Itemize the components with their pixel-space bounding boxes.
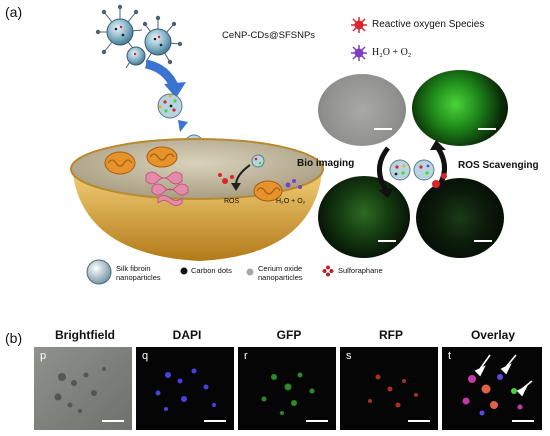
header-rfp: RFP bbox=[379, 328, 403, 342]
tile-overlay: t bbox=[442, 347, 542, 430]
ros-inline-label: ROS bbox=[224, 198, 240, 205]
ros-star-icon bbox=[351, 17, 367, 33]
water-star-icon bbox=[351, 45, 367, 61]
cell-diagram-icon bbox=[70, 138, 324, 261]
overlay-arrows bbox=[474, 354, 533, 397]
micrograph-green-bright bbox=[412, 70, 508, 146]
panel-b-letter: (b) bbox=[5, 330, 23, 346]
mitochondria bbox=[104, 146, 283, 202]
bio-imaging-label: Bio imaging bbox=[297, 158, 355, 169]
silk-fibroin-np-icon bbox=[86, 259, 112, 285]
header-gfp: GFP bbox=[276, 328, 302, 342]
tile-letter: t bbox=[448, 350, 452, 362]
legend-silk-label: Silk fibroin nanoparticles bbox=[116, 264, 161, 282]
ros-scavenging-label: ROS Scavenging bbox=[458, 160, 539, 171]
entry-arrow-icon bbox=[144, 60, 186, 98]
water-inline-label: H₂O + O₂ bbox=[276, 198, 306, 205]
nanocarrier-label: CeNP-CDs@SFSNPs bbox=[222, 30, 316, 41]
cycle-arrows-icon bbox=[377, 140, 447, 198]
tile-letter: q bbox=[142, 350, 149, 362]
micrograph-brightfield bbox=[318, 74, 406, 146]
header-overlay: Overlay bbox=[470, 328, 516, 342]
header-dapi: DAPI bbox=[172, 328, 202, 342]
tile-gfp: r bbox=[238, 347, 336, 430]
tile-brightfield: p bbox=[34, 347, 132, 430]
ros-legend-label: Reactive oxygen Species bbox=[372, 19, 485, 30]
micrograph-green-dim bbox=[318, 176, 410, 258]
tile-letter: r bbox=[244, 350, 248, 362]
tile-rfp: s bbox=[340, 347, 438, 430]
legend-sulforaphane-label: Sulforaphane bbox=[338, 266, 383, 275]
panel-a-letter: (a) bbox=[5, 4, 23, 20]
water-legend-label: H₂O + O₂ bbox=[372, 47, 412, 58]
header-brightfield: Brightfield bbox=[55, 328, 115, 342]
nanocarrier-group-icon bbox=[95, 4, 183, 69]
tile-dapi: q bbox=[136, 347, 234, 430]
cerium-oxide-np-icon bbox=[246, 268, 254, 276]
legend-cerium-label: Cerium oxide nanoparticles bbox=[258, 264, 303, 282]
micrograph-green-faint bbox=[416, 178, 504, 258]
legend-carbon-label: Carbon dots bbox=[191, 266, 232, 275]
sulforaphane-icon bbox=[322, 265, 334, 277]
carbon-dot-icon bbox=[180, 267, 188, 275]
tile-letter: p bbox=[40, 350, 47, 362]
tile-letter: s bbox=[346, 350, 352, 362]
